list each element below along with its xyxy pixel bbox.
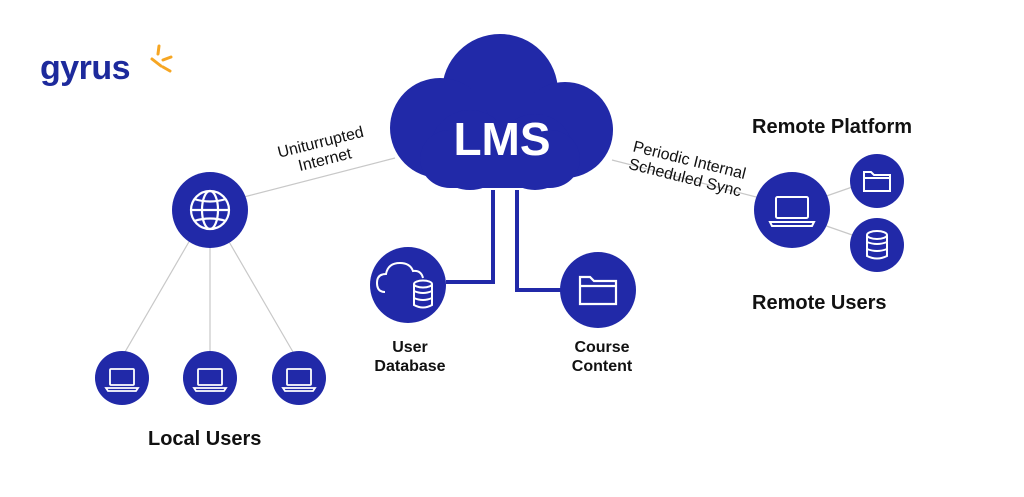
laptop-icon bbox=[281, 368, 317, 392]
database-icon bbox=[866, 230, 888, 260]
local-laptop-2 bbox=[183, 351, 237, 405]
local-laptop-3 bbox=[272, 351, 326, 405]
laptop-icon bbox=[192, 368, 228, 392]
user-database-node bbox=[370, 247, 446, 323]
laptop-icon bbox=[104, 368, 140, 392]
remote-platform-label: Remote Platform bbox=[752, 116, 913, 138]
remote-database-node bbox=[850, 218, 904, 272]
globe-icon bbox=[189, 189, 231, 231]
remote-laptop-node bbox=[754, 172, 830, 248]
course-content-node bbox=[560, 252, 636, 328]
logo-spark-icon bbox=[150, 44, 173, 73]
cloud-database-icon bbox=[375, 261, 433, 309]
folder-icon bbox=[578, 275, 618, 306]
local-users-label: Local Users bbox=[148, 428, 262, 450]
laptop-icon bbox=[768, 196, 816, 227]
lms-cloud bbox=[390, 34, 613, 190]
lms-pipes bbox=[446, 190, 566, 292]
internet-to-lms-line bbox=[231, 157, 396, 201]
lms-to-user-database-pipe bbox=[446, 190, 495, 284]
internet-node bbox=[172, 172, 248, 248]
lms-to-course-content-pipe bbox=[515, 190, 566, 292]
remote-folder-node bbox=[850, 154, 904, 208]
lms-to-remote-line bbox=[611, 159, 769, 201]
gyrus-logo: gyrus bbox=[40, 49, 131, 87]
folder-icon bbox=[863, 171, 891, 192]
user-database-label: User Database bbox=[374, 339, 446, 375]
lms-label: LMS bbox=[453, 113, 550, 165]
internet-to-laptop3-line bbox=[227, 239, 294, 353]
local-laptop-1 bbox=[95, 351, 149, 405]
remote-users-label: Remote Users bbox=[752, 292, 887, 314]
course-content-label: Course Content bbox=[571, 339, 633, 375]
internet-to-laptop1-line bbox=[124, 239, 191, 353]
